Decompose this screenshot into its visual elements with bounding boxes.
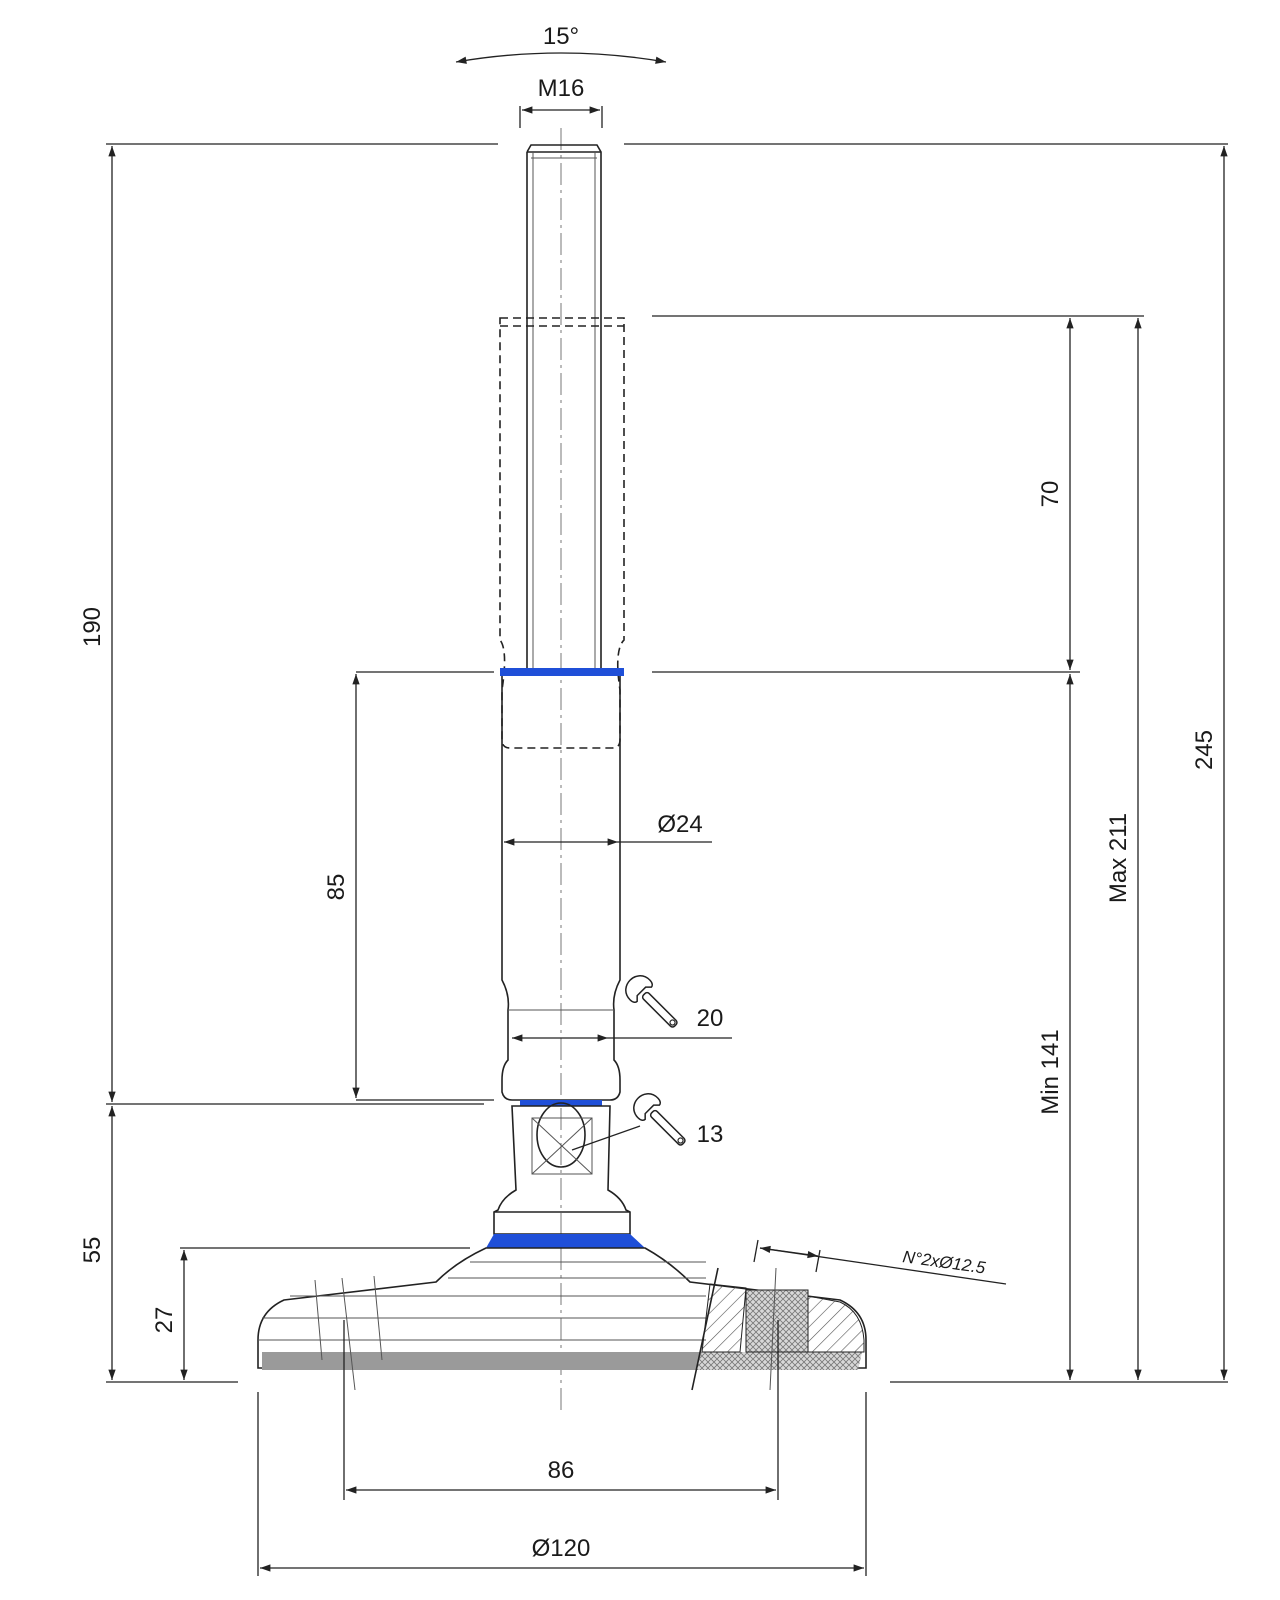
label-height-245: 245	[1191, 730, 1218, 770]
label-thread: M16	[538, 75, 585, 102]
label-height-27: 27	[151, 1307, 178, 1334]
label-wrench-20: 20	[697, 1005, 724, 1032]
label-wrench-13: 13	[697, 1121, 724, 1148]
label-height-70: 70	[1037, 481, 1064, 508]
dimension-lines	[108, 52, 1228, 1572]
housing-body	[500, 668, 624, 1101]
label-base-diameter: Ø120	[532, 1535, 591, 1562]
ball-joint	[493, 1100, 631, 1235]
blue-seal-upper	[500, 668, 624, 676]
base-plate	[257, 1234, 867, 1391]
wrench-icon-13	[633, 1093, 686, 1146]
label-max-211: Max 211	[1105, 813, 1132, 903]
label-dia-24: Ø24	[657, 811, 702, 838]
label-min-141: Min 141	[1037, 1029, 1064, 1114]
label-height-190: 190	[79, 607, 106, 647]
housing-max-position	[499, 317, 625, 749]
label-angle: 15°	[543, 23, 579, 50]
wrench-icon-20	[625, 975, 678, 1028]
label-holes-note: N°2xØ12.5	[901, 1247, 987, 1277]
threaded-stud	[526, 144, 602, 672]
label-height-85: 85	[323, 874, 350, 901]
label-height-55: 55	[79, 1237, 106, 1264]
extension-lines	[106, 106, 1228, 1576]
anti-slip-pad	[262, 1352, 702, 1370]
label-hole-spacing: 86	[548, 1457, 575, 1484]
